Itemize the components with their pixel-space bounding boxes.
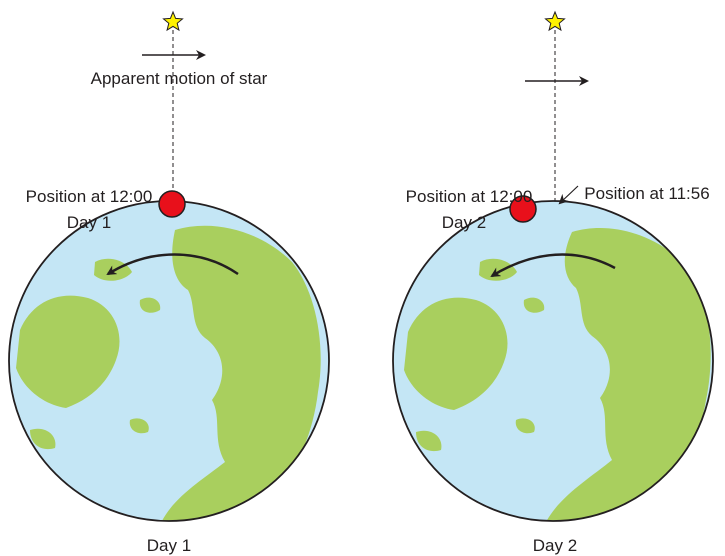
- apparent-motion-label: Apparent motion of star: [91, 69, 268, 88]
- curved-arrow-icon: [106, 253, 239, 276]
- day1-panel: Apparent motion of star Position at 12:0…: [8, 10, 330, 555]
- star-icon: [162, 10, 184, 32]
- star-icon: [544, 10, 566, 32]
- day2-panel: Position at 12:00 Day 2 Position at 11:5…: [392, 10, 714, 555]
- observer-dot: [509, 195, 537, 223]
- position-1156-pointer: [558, 185, 579, 205]
- day1-inline-label: Day 1: [67, 213, 111, 232]
- earth-globe-day2: [392, 200, 714, 522]
- position-1156-label: Position at 11:56: [584, 184, 709, 203]
- position-1200-label-day1: Position at 12:00: [26, 187, 153, 206]
- day1-caption: Day 1: [147, 536, 191, 555]
- day2-inline-label: Day 2: [442, 213, 486, 232]
- observer-dot: [158, 190, 186, 218]
- curved-arrow-icon: [490, 253, 616, 278]
- position-1200-label-day2: Position at 12:00: [406, 187, 533, 206]
- day2-caption: Day 2: [533, 536, 577, 555]
- earth-globe-day1: [8, 200, 330, 522]
